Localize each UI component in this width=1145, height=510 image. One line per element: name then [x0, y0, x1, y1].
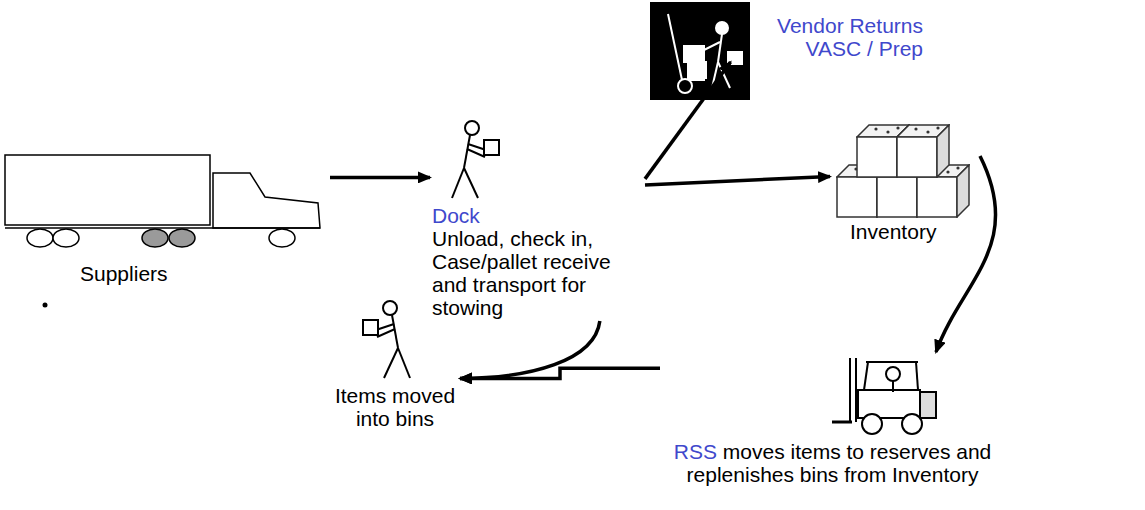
- flow-arrow: [645, 177, 830, 185]
- stray-dot: [43, 303, 48, 308]
- truck-wheel: [269, 229, 295, 247]
- label-line: RSSmoves items to reserves and replenish…: [660, 440, 1005, 486]
- truck-icon: [5, 155, 320, 247]
- bin-worker-icon: [363, 301, 410, 378]
- forklift-post: [916, 362, 918, 390]
- stage-label: moves items to reserves and replenishes …: [687, 440, 992, 486]
- forklift-post: [864, 362, 868, 390]
- bin-worker-figure: [363, 301, 410, 378]
- icon-background: [650, 2, 750, 100]
- icon-node: Items moved into bins: [330, 298, 460, 432]
- worker-arm: [704, 42, 720, 50]
- truck-trailer: [5, 155, 210, 225]
- icon-node: Inventory: [830, 108, 980, 245]
- stage-name: Vendor Returns VASC / Prep: [766, 14, 923, 60]
- box: [897, 125, 949, 177]
- stage-label: Unload, check in, Case/pallet receive an…: [432, 227, 645, 319]
- handtruck-wheel: [678, 79, 692, 93]
- forklift-mast: [855, 358, 857, 422]
- icon-node: Suppliers: [0, 150, 330, 287]
- stage-name: RSS: [674, 440, 717, 463]
- stage-label: Suppliers: [80, 262, 330, 285]
- icon-node: RSSmoves items to reserves and replenish…: [660, 352, 1005, 488]
- icon-node: DockUnload, check in, Case/pallet receiv…: [430, 118, 645, 321]
- flow-arrow: [936, 156, 996, 352]
- flow-arrow: [330, 176, 430, 180]
- forklift-counterweight: [920, 392, 936, 418]
- flow-arrow: [460, 321, 600, 378]
- truck-wheel: [27, 229, 53, 247]
- parcel: [688, 62, 706, 78]
- worker-body: [718, 34, 722, 62]
- truck-cab: [213, 173, 320, 228]
- truck-wheel: [169, 229, 195, 247]
- stage-label: Items moved into bins: [330, 384, 460, 430]
- flow-arrow: [645, 62, 731, 179]
- handtruck-frame: [668, 14, 682, 80]
- forklift-wheel: [862, 414, 882, 434]
- forklift-driver: [886, 367, 900, 381]
- worker-head: [716, 22, 728, 34]
- truck-wheel: [53, 229, 79, 247]
- stage-label: Inventory: [850, 220, 980, 243]
- inventory-boxes-icon: [837, 125, 969, 217]
- dock-worker-icon: [452, 121, 499, 198]
- forklift-roof: [866, 361, 918, 363]
- forklift-wheel: [902, 414, 922, 434]
- icon-node: Vendor Returns VASC / Prep: [648, 2, 923, 62]
- truck-chassis: [5, 227, 320, 229]
- vendor-returns-icon: [650, 2, 750, 100]
- forklift-driver-body: [892, 381, 894, 392]
- stage-name: Dock: [432, 204, 645, 227]
- truck-wheel: [142, 229, 168, 247]
- forklift-icon: [832, 358, 936, 434]
- parcel: [684, 46, 704, 62]
- forklift-mast: [849, 358, 851, 422]
- forklift-fork: [832, 421, 852, 424]
